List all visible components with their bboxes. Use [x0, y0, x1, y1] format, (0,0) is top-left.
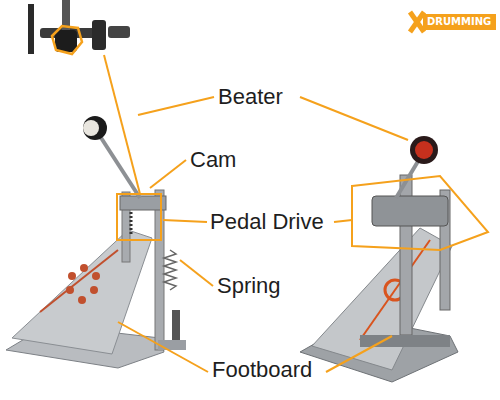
part-label: Pedal Drive — [210, 210, 324, 234]
left-pedal — [6, 116, 186, 368]
inset-photo — [28, 0, 130, 54]
logo-text: DRUMMING — [427, 17, 492, 27]
logo-badge: DRUMMING — [423, 14, 496, 30]
right-pedal — [300, 136, 458, 382]
part-label: Cam — [190, 148, 236, 172]
part-label: Beater — [218, 85, 283, 109]
part-label: Footboard — [212, 358, 312, 382]
leader-lines — [104, 55, 488, 372]
logo-mark — [410, 12, 424, 32]
part-label: Spring — [217, 274, 281, 298]
